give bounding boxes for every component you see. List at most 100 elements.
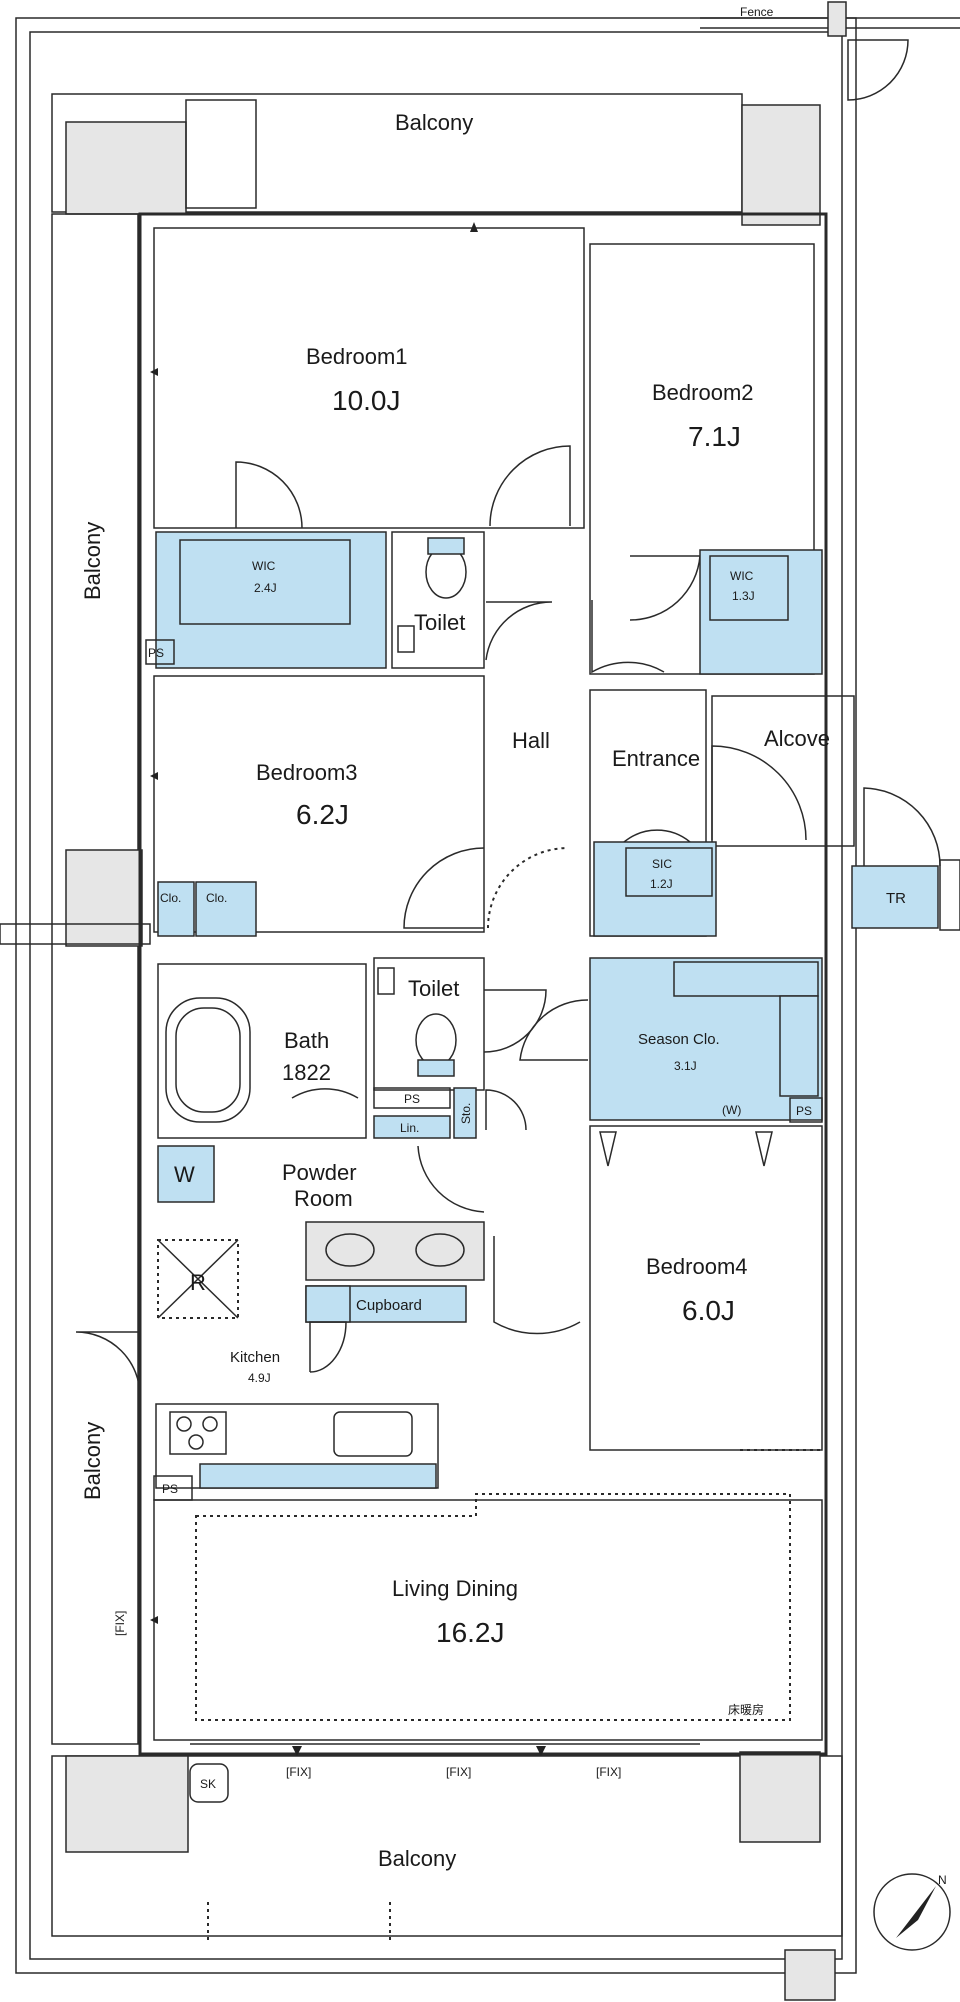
floor-heating-area (195, 1493, 791, 1721)
powder-room-label-1: Powder (282, 1160, 357, 1185)
beam-left-mid (0, 923, 151, 945)
door-swing-bedroom1 (235, 461, 303, 529)
balcony-left-lower-label: Balcony (80, 1422, 105, 1500)
door-swing-bath (291, 1088, 359, 1099)
door-swing-alcove (711, 745, 807, 841)
clo1-box (157, 881, 195, 937)
toilet-lower-bowl (415, 1013, 457, 1067)
washing-machine-label: W (174, 1162, 195, 1187)
bedroom3-size: 6.2J (296, 799, 349, 830)
door-swing-bedroom2 (629, 555, 701, 621)
ps-box-1 (145, 639, 175, 665)
pillar-bottom-left (65, 1755, 189, 1853)
tr-room (851, 865, 939, 929)
toilet-lower-room (373, 957, 485, 1091)
bath-label: Bath (284, 1028, 329, 1053)
apartment-wall (138, 212, 828, 1756)
season-clo-label: Season Clo. (638, 1031, 720, 1048)
bedroom2-label: Bedroom2 (652, 380, 754, 405)
vanity (305, 1221, 485, 1281)
lin-label: Lin. (400, 1121, 419, 1135)
compass-label: N (938, 1873, 947, 1887)
bathtub-inner (175, 1007, 241, 1113)
bedroom4-room (589, 1125, 823, 1451)
alcove-label: Alcove (764, 726, 830, 751)
pillar-bottom-right (739, 1751, 821, 1843)
wic2-label: WIC (730, 569, 754, 583)
living-dining-label: Living Dining (392, 1576, 518, 1601)
closet-door-2 (755, 1131, 773, 1167)
lin-box (373, 1115, 451, 1139)
toilet-upper-tank (427, 537, 465, 555)
outer-frame (15, 17, 857, 1974)
bath-size: 1822 (282, 1060, 331, 1085)
door-swing-toilet-upper (485, 601, 553, 661)
door-swing-powder (417, 1145, 485, 1213)
window-marker-left-3 (150, 1616, 158, 1624)
toilet-lower-label: Toilet (408, 976, 459, 1001)
door-swing-cupboard (493, 1236, 581, 1335)
season-clo-size: 3.1J (674, 1059, 697, 1073)
door-arc-hall (487, 847, 569, 929)
balcony-bottom-area (51, 1755, 843, 1937)
sk-box (189, 1763, 229, 1803)
window-marker-left-1 (150, 368, 158, 376)
fridge-box (157, 1239, 239, 1319)
toilet-upper-label: Toilet (414, 610, 465, 635)
bedroom4-size: 6.0J (682, 1295, 735, 1326)
compass-icon (873, 1873, 951, 1951)
door-swing-bedroom2-b (591, 600, 665, 674)
kitchen-sink (333, 1411, 413, 1457)
closet-door-1 (599, 1131, 617, 1167)
wic1-size: 2.4J (254, 581, 277, 595)
toilet-lower-sink (377, 967, 395, 995)
tr-wall-right (939, 859, 960, 931)
door-swing-hall-lower (485, 1089, 527, 1131)
door-swing-kitchen-b (309, 1321, 347, 1373)
toilet-upper-sink (397, 625, 415, 653)
clo2-label: Clo. (206, 891, 227, 905)
sto-box (453, 1087, 477, 1139)
bathtub (165, 997, 251, 1123)
counter-blue-strip (199, 1463, 437, 1489)
fix-label-bottom-1: [FIX] (286, 1765, 311, 1779)
window-marker-top (470, 222, 478, 232)
powder-room-label-2: Room (294, 1186, 353, 1211)
burner-1 (176, 1416, 192, 1432)
ps-label-1: PS (148, 646, 164, 660)
season-clo-shelf-2 (779, 995, 819, 1097)
bedroom2-size: 7.1J (688, 421, 741, 452)
tr-label: TR (886, 890, 906, 907)
bedroom3-room (153, 675, 485, 933)
bedroom4-label: Bedroom4 (646, 1254, 748, 1279)
burner-3 (188, 1434, 204, 1450)
door-swing-hall-top (489, 445, 571, 527)
fix-label-bottom-3: [FIX] (596, 1765, 621, 1779)
door-swing-top-right (847, 39, 909, 101)
wic2-shelf (709, 555, 789, 621)
wic1-label: WIC (252, 559, 276, 573)
pillar-left-mid (65, 849, 143, 947)
sic-shelf (625, 847, 713, 897)
balcony-left-upper-label: Balcony (80, 522, 105, 600)
hall-label: Hall (512, 728, 550, 753)
fridge-x-2 (157, 1239, 239, 1319)
fence-post (827, 1, 847, 37)
window-marker-bottom-2 (536, 1746, 546, 1756)
window-marker-left-2 (150, 772, 158, 780)
bedroom1-label: Bedroom1 (306, 344, 408, 369)
sic-label: SIC (652, 857, 672, 871)
toilet-upper-room (391, 531, 485, 669)
pillar-top-right (741, 104, 821, 226)
wic2-size: 1.3J (732, 589, 755, 603)
ps-box-2 (373, 1087, 451, 1109)
season-clo-w-mark: (W) (722, 1103, 741, 1117)
cupboard-end (305, 1285, 351, 1323)
cupboard-label: Cupboard (356, 1297, 422, 1314)
toilet-lower-tank (417, 1059, 455, 1077)
planter-top (185, 99, 257, 209)
door-swing-season-clo (519, 999, 589, 1061)
door-swing-tr (863, 787, 941, 867)
bedroom3-label: Bedroom3 (256, 760, 358, 785)
